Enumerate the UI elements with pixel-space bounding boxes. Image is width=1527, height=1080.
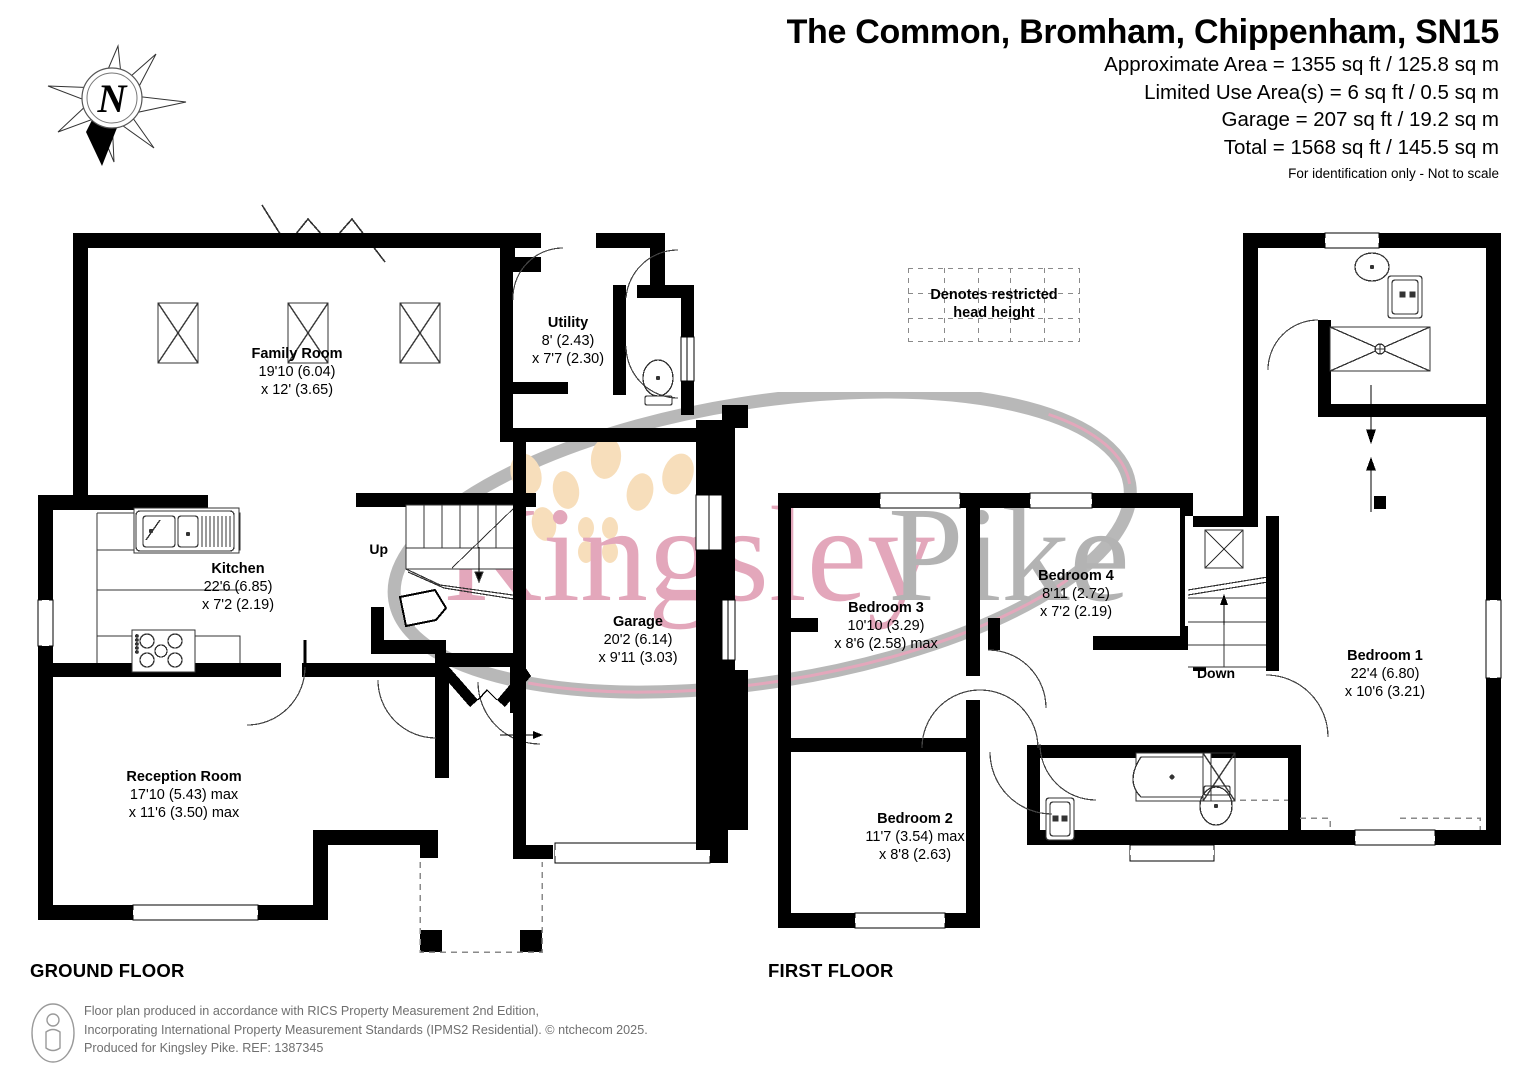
legend-grid-line — [1044, 268, 1045, 342]
garage-windows — [695, 494, 736, 661]
ground-door-arcs — [246, 640, 541, 745]
bedroom4-dim1: 8'11 (2.72) — [1042, 586, 1110, 602]
area-line-limited: Limited Use Area(s) = 6 sq ft / 0.5 sq m — [1144, 80, 1499, 104]
bedroom1-dim1: 22'4 (6.80) — [1351, 666, 1420, 682]
first-floor-plan: Down — [778, 232, 1502, 929]
porch-outline — [419, 862, 543, 953]
utility-door-arcs — [512, 247, 679, 399]
compass-north-label: N — [97, 76, 129, 121]
legend-grid-line — [944, 268, 945, 342]
scale-disclaimer: For identification only - Not to scale — [1288, 166, 1499, 182]
legend-grid-line — [978, 268, 979, 342]
ground-floor-plan: Up — [37, 204, 748, 953]
kitchen-name: Kitchen — [211, 561, 264, 577]
legend-text-line2: head height — [953, 305, 1035, 321]
garage-walls — [513, 405, 748, 859]
bedroom1-dim2: x 10'6 (3.21) — [1345, 684, 1425, 700]
reception-room-name: Reception Room — [126, 769, 241, 785]
stair-base — [398, 588, 448, 628]
person-accessibility-icon — [30, 1002, 76, 1064]
compass-rose: N — [38, 36, 198, 181]
kitchen-dim2: x 7'2 (2.19) — [202, 597, 274, 613]
staircase-first: Down — [1180, 516, 1279, 681]
footer-block: Floor plan produced in accordance with R… — [30, 1002, 648, 1064]
utility-name: Utility — [548, 315, 588, 331]
legend-dashed-border — [908, 268, 1080, 342]
family-bathroom-fixtures — [1045, 752, 1236, 841]
bedroom3-dim2: x 8'6 (2.58) max — [834, 636, 938, 652]
bedroom2-dim1: 11'7 (3.54) max — [865, 829, 965, 845]
first-floor-door-arcs — [921, 649, 1329, 815]
family-room-dim1: 19'10 (6.04) — [259, 364, 336, 380]
bedroom4-dim2: x 7'2 (2.19) — [1040, 604, 1112, 620]
legend-text-line1: Denotes restricted — [930, 287, 1058, 304]
legend-grid-line — [908, 293, 1080, 294]
bedroom2-name: Bedroom 2 — [877, 811, 953, 827]
stairs-up-label: Up — [369, 541, 388, 557]
restricted-head-height-legend: Denotes restricted head height — [908, 268, 1080, 342]
double-doors-hall — [443, 667, 543, 739]
header-block: The Common, Bromham, Chippenham, SN15 Ap… — [786, 13, 1500, 182]
family-room-windows — [157, 302, 441, 364]
ground-room-labels: Family Room 19'10 (6.04) x 12' (3.65) Ki… — [126, 315, 677, 821]
kitchen-dim1: 22'6 (6.85) — [204, 579, 273, 595]
first-floor-caption: FIRST FLOOR — [768, 960, 894, 981]
bedroom3-dim1: 10'10 (3.29) — [848, 618, 925, 634]
bedroom1-name: Bedroom 1 — [1347, 648, 1423, 664]
footer-line-3: Produced for Kingsley Pike. REF: 1387345 — [84, 1041, 324, 1055]
garage-dim2: x 9'11 (3.03) — [598, 650, 677, 666]
bedroom3-name: Bedroom 3 — [848, 600, 924, 616]
bedroom2-dim2: x 8'8 (2.63) — [879, 847, 951, 863]
area-line-total: Total = 1568 sq ft / 145.5 sq m — [1223, 135, 1499, 159]
stairs-down-label: Down — [1197, 665, 1235, 681]
first-outer-walls-topright — [1180, 232, 1502, 846]
family-room-dim2: x 12' (3.65) — [261, 382, 333, 398]
area-line-garage: Garage = 207 sq ft / 19.2 sq m — [1221, 108, 1499, 132]
page-title: The Common, Bromham, Chippenham, SN15 — [786, 13, 1500, 51]
footer-line-1: Floor plan produced in accordance with R… — [84, 1004, 540, 1018]
kitchen-units — [96, 507, 241, 673]
legend-grid-line — [1010, 268, 1011, 342]
area-line-approx: Approximate Area = 1355 sq ft / 125.8 sq… — [1104, 53, 1499, 77]
restricted-head-height-areas — [1240, 799, 1481, 830]
footer-line-2: Incorporating International Property Mea… — [84, 1022, 648, 1037]
legend-grid-line — [908, 318, 1080, 319]
first-room-labels: Bedroom 3 10'10 (3.29) x 8'6 (2.58) max … — [834, 568, 1425, 863]
landing-direction-arrows — [1366, 385, 1386, 512]
bedroom4-name: Bedroom 4 — [1038, 568, 1114, 584]
garage-dim1: 20'2 (6.14) — [604, 632, 673, 648]
utility-dim2: x 7'7 (2.30) — [532, 351, 604, 367]
garage-name: Garage — [613, 614, 663, 630]
utility-dim1: 8' (2.43) — [542, 333, 595, 349]
reception-room-dim1: 17'10 (5.43) max — [130, 787, 239, 803]
reception-room-dim2: x 11'6 (3.50) max — [129, 805, 240, 821]
ground-floor-caption: GROUND FLOOR — [30, 960, 185, 981]
family-room-name: Family Room — [251, 346, 342, 362]
staircase-ground — [405, 504, 521, 601]
wc-fixtures — [642, 336, 695, 406]
ensuite-fixtures — [1267, 252, 1431, 372]
